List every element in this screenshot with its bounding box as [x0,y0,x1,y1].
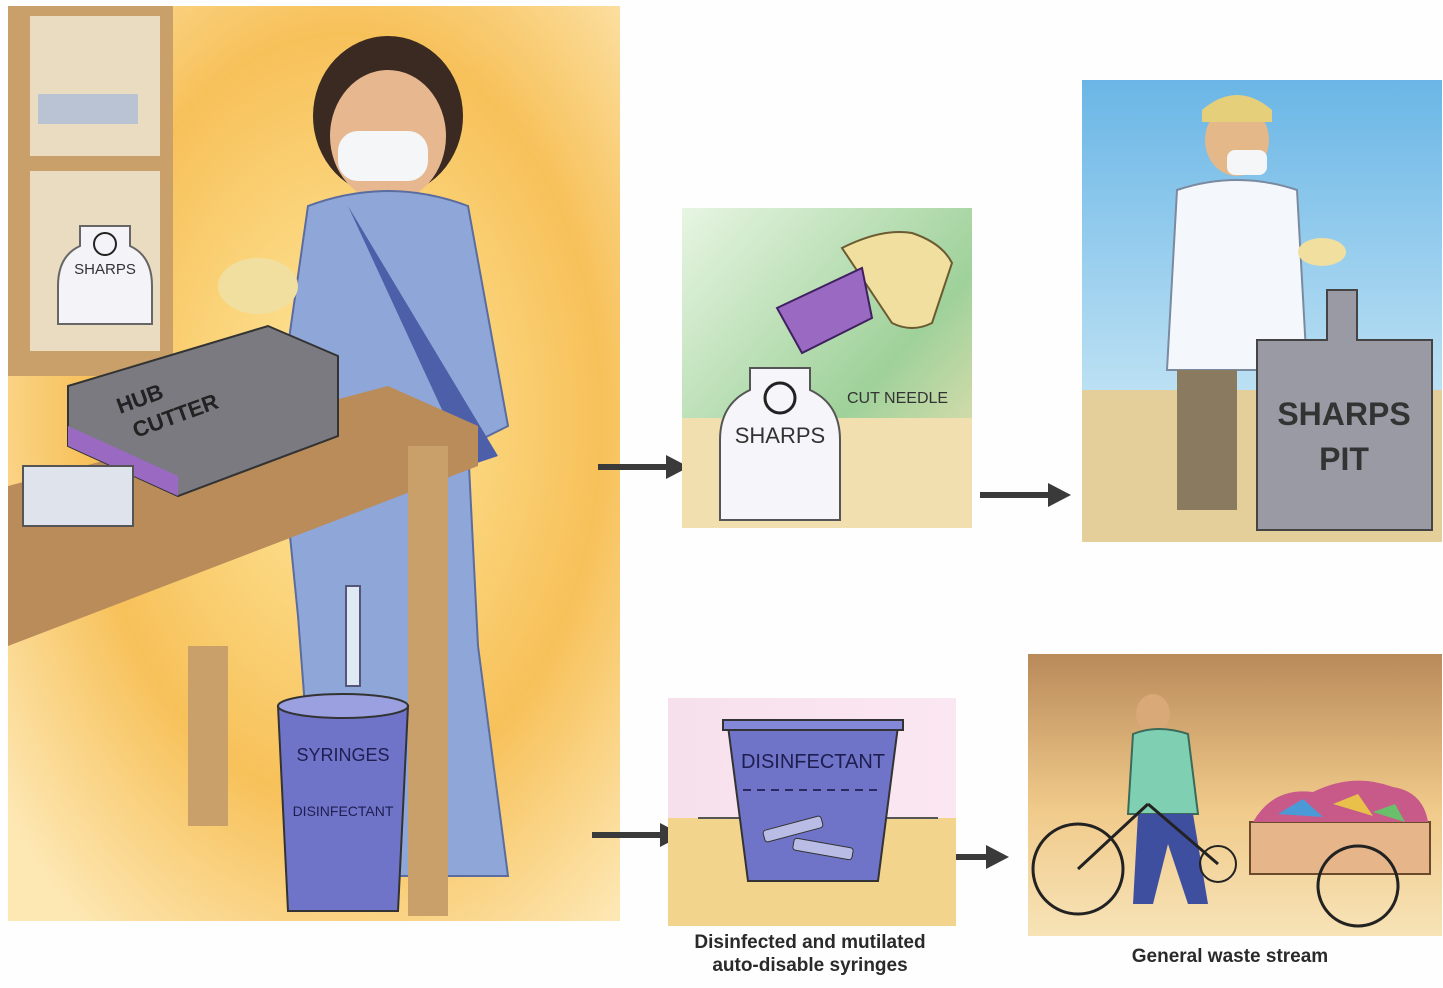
disinfected-syringes-caption: Disinfected and mutilated auto-disable s… [640,931,980,977]
arrow-main-to-cut-needle [596,452,691,482]
sharps-pit-illustration: SHARPS PIT [1082,80,1442,542]
disinfectant-bucket: DISINFECTANT [723,720,903,881]
caption-line: General waste stream [1060,945,1400,968]
glove-left [218,258,298,314]
cart-box [1250,822,1430,874]
syringe-icon [346,586,360,686]
glove-icon [1298,238,1346,266]
svg-text:PIT: PIT [1319,441,1369,477]
cut-needle-panel: SHARPS CUT NEEDLE [682,208,972,528]
cut-needle-illustration: SHARPS CUT NEEDLE [682,208,972,528]
svg-text:SHARPS: SHARPS [1277,396,1410,432]
caption-line-2: auto-disable syringes [640,954,980,977]
svg-text:SHARPS: SHARPS [735,423,825,448]
caption-line-1: Disinfected and mutilated [640,931,980,954]
tray-icon [38,94,138,124]
main-illustration: SHARPS HUB CUTTER SY [8,6,620,921]
syringe-disinfectant-bucket: SYRINGES DISINFECTANT [278,694,408,911]
face-mask [1227,150,1267,175]
sharps-pit-panel: SHARPS PIT [1082,80,1442,542]
general-waste-illustration [1028,654,1442,936]
svg-text:DISINFECTANT: DISINFECTANT [293,803,394,819]
disinfectant-illustration: DISINFECTANT [668,698,956,926]
svg-text:SYRINGES: SYRINGES [296,745,389,765]
arrow-cut-needle-to-pit [978,480,1073,510]
face-mask [338,131,428,181]
svg-text:DISINFECTANT: DISINFECTANT [741,751,885,773]
svg-text:SHARPS: SHARPS [74,261,136,278]
general-waste-caption: General waste stream [1060,945,1400,968]
cut-needle-label: CUT NEEDLE [847,390,948,407]
general-waste-panel [1028,654,1442,936]
syringe-box [23,466,133,526]
disinfectant-panel: DISINFECTANT [668,698,956,926]
main-illustration-panel: SHARPS HUB CUTTER SY [8,6,620,921]
